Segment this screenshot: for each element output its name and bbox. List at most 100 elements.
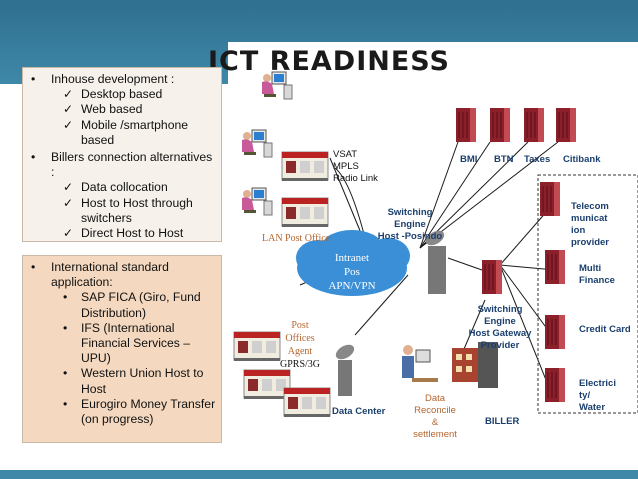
label-taxes: Taxes <box>524 154 551 165</box>
server-icon <box>481 259 503 295</box>
label-switching-1b: Engine <box>394 219 426 230</box>
sub-item: ✓ Desktop based <box>23 87 221 102</box>
checkmark-icon: ✓ <box>63 226 74 241</box>
server-icon <box>555 107 577 143</box>
checkmark-icon: ✓ <box>63 180 74 195</box>
bullet-text: Billers connection alternatives : <box>51 150 213 180</box>
sub-item-text: Web based <box>81 102 143 117</box>
label-switching-2c: Host Gateway <box>468 328 532 339</box>
cloud-icon <box>296 230 410 296</box>
sub-item: ✓ Mobile /smartphone based <box>23 118 221 148</box>
header-white-area <box>228 42 638 84</box>
label-pos: Pos <box>344 266 360 278</box>
footer-band <box>0 470 638 479</box>
label-electric-1: Electrici <box>579 378 616 389</box>
server-icon <box>544 367 566 403</box>
label-agent-3: Agent <box>287 346 313 357</box>
bullet-icon: • <box>31 150 36 165</box>
bullet-icon: • <box>63 366 68 381</box>
satellite-dish-icon <box>335 230 446 396</box>
checkmark-icon: ✓ <box>63 102 74 117</box>
label-citibank: Citibank <box>563 154 601 165</box>
sub-item: • Eurogiro Money Transfer (on progress) <box>23 397 221 427</box>
sub-item-text: Western Union Host to Host <box>81 366 204 396</box>
label-switching-2d: Provider <box>480 340 520 351</box>
server-icon <box>544 314 566 350</box>
bullet-item: • International standard application: <box>23 260 221 290</box>
label-intranet: Intranet <box>334 252 370 264</box>
sub-item-text: SAP FICA (Giro, Fund Distribution) <box>81 290 201 320</box>
computer-user-icon <box>402 345 438 382</box>
server-icon <box>544 249 566 285</box>
post-office-icon <box>281 151 329 182</box>
panel-international-list: •International standard application:•SAP… <box>23 260 221 427</box>
sub-item: ✓ Web based <box>23 102 221 117</box>
bullet-item: • Billers connection alternatives : <box>23 150 221 180</box>
computer-user-icon <box>241 129 273 158</box>
post-office-icon <box>243 369 291 400</box>
sub-item-text: Data collocation <box>81 180 168 195</box>
sub-item: • SAP FICA (Giro, Fund Distribution) <box>23 290 221 320</box>
label-telecom-1: Telecom <box>571 201 609 212</box>
sub-item: • IFS (International Financial Services –… <box>23 321 221 367</box>
sub-item: ✓ Data collocation <box>23 180 221 195</box>
label-biller: BILLER <box>485 416 520 427</box>
panel-inhouse: •Inhouse development :✓Desktop based✓Web… <box>22 67 222 242</box>
sub-item-text: Host to Host through switchers <box>81 195 193 225</box>
sub-item-text: Direct Host to Host <box>81 226 184 241</box>
label-switching-2b: Engine <box>484 316 516 327</box>
label-multi-2: Finance <box>579 275 615 286</box>
checkmark-icon: ✓ <box>63 195 74 210</box>
label-btn: BTN <box>494 154 514 165</box>
server-icon <box>489 107 511 143</box>
computer-user-icon <box>241 187 273 216</box>
label-electric-2: ty/ <box>579 390 591 401</box>
label-multi-1: Multi <box>579 263 602 274</box>
label-recon-2: Reconcile <box>414 405 456 416</box>
building-icon <box>452 342 498 388</box>
sub-item: ✓ Host to Host through switchers <box>23 196 221 226</box>
bullet-icon: • <box>63 396 68 411</box>
label-apn-vpn: APN/VPN <box>328 280 376 292</box>
sub-item-text: IFS (International Financial Services – … <box>81 320 191 366</box>
server-icon <box>539 181 561 217</box>
sub-item: • Western Union Host to Host <box>23 366 221 396</box>
bullet-text: International standard application: <box>51 260 169 290</box>
label-bmi: BMI <box>460 154 478 165</box>
label-telecom-3: ion <box>571 225 586 236</box>
label-agent-4: GPRS/3G <box>279 359 320 370</box>
bullet-icon: • <box>63 290 68 305</box>
label-mpls: MPLS <box>333 161 359 172</box>
sub-item: ✓ Direct Host to Host <box>23 226 221 241</box>
label-agent-1: Post <box>291 320 309 331</box>
checkmark-icon: ✓ <box>63 87 74 102</box>
bullet-text: Inhouse development : <box>51 72 175 86</box>
label-data-center: Data Center <box>332 406 386 417</box>
post-office-icon <box>281 197 329 228</box>
sub-item-text: Mobile /smartphone based <box>81 117 189 147</box>
label-switching-2a: Switching <box>477 304 523 315</box>
bullet-icon: • <box>31 260 36 274</box>
bullet-icon: • <box>31 72 36 86</box>
label-radio-link: Radio Link <box>333 173 378 184</box>
checkmark-icon: ✓ <box>63 117 74 132</box>
sub-item-text: Desktop based <box>81 87 163 102</box>
label-electric-3: Water <box>579 402 606 413</box>
computer-user-icon <box>261 71 293 100</box>
label-credit-card: Credit Card <box>579 324 631 335</box>
page-title: ICT READINESS <box>208 46 450 77</box>
bullet-item: • Inhouse development : <box>23 72 221 87</box>
post-office-icon <box>233 331 281 362</box>
server-icon <box>523 107 545 143</box>
server-icon <box>455 107 477 143</box>
label-lan-post-office: LAN Post Office <box>262 233 331 244</box>
post-office-icon <box>283 387 331 418</box>
label-telecom-4: provider <box>571 237 610 248</box>
label-switching-1c: Host -Posindo <box>377 231 443 242</box>
label-agent-2: Offices <box>285 333 315 344</box>
bullet-icon: • <box>63 320 68 335</box>
label-recon-4: settlement <box>413 429 457 440</box>
sub-item-text: Eurogiro Money Transfer (on progress) <box>81 396 216 427</box>
label-telecom-2: municat <box>571 213 608 224</box>
